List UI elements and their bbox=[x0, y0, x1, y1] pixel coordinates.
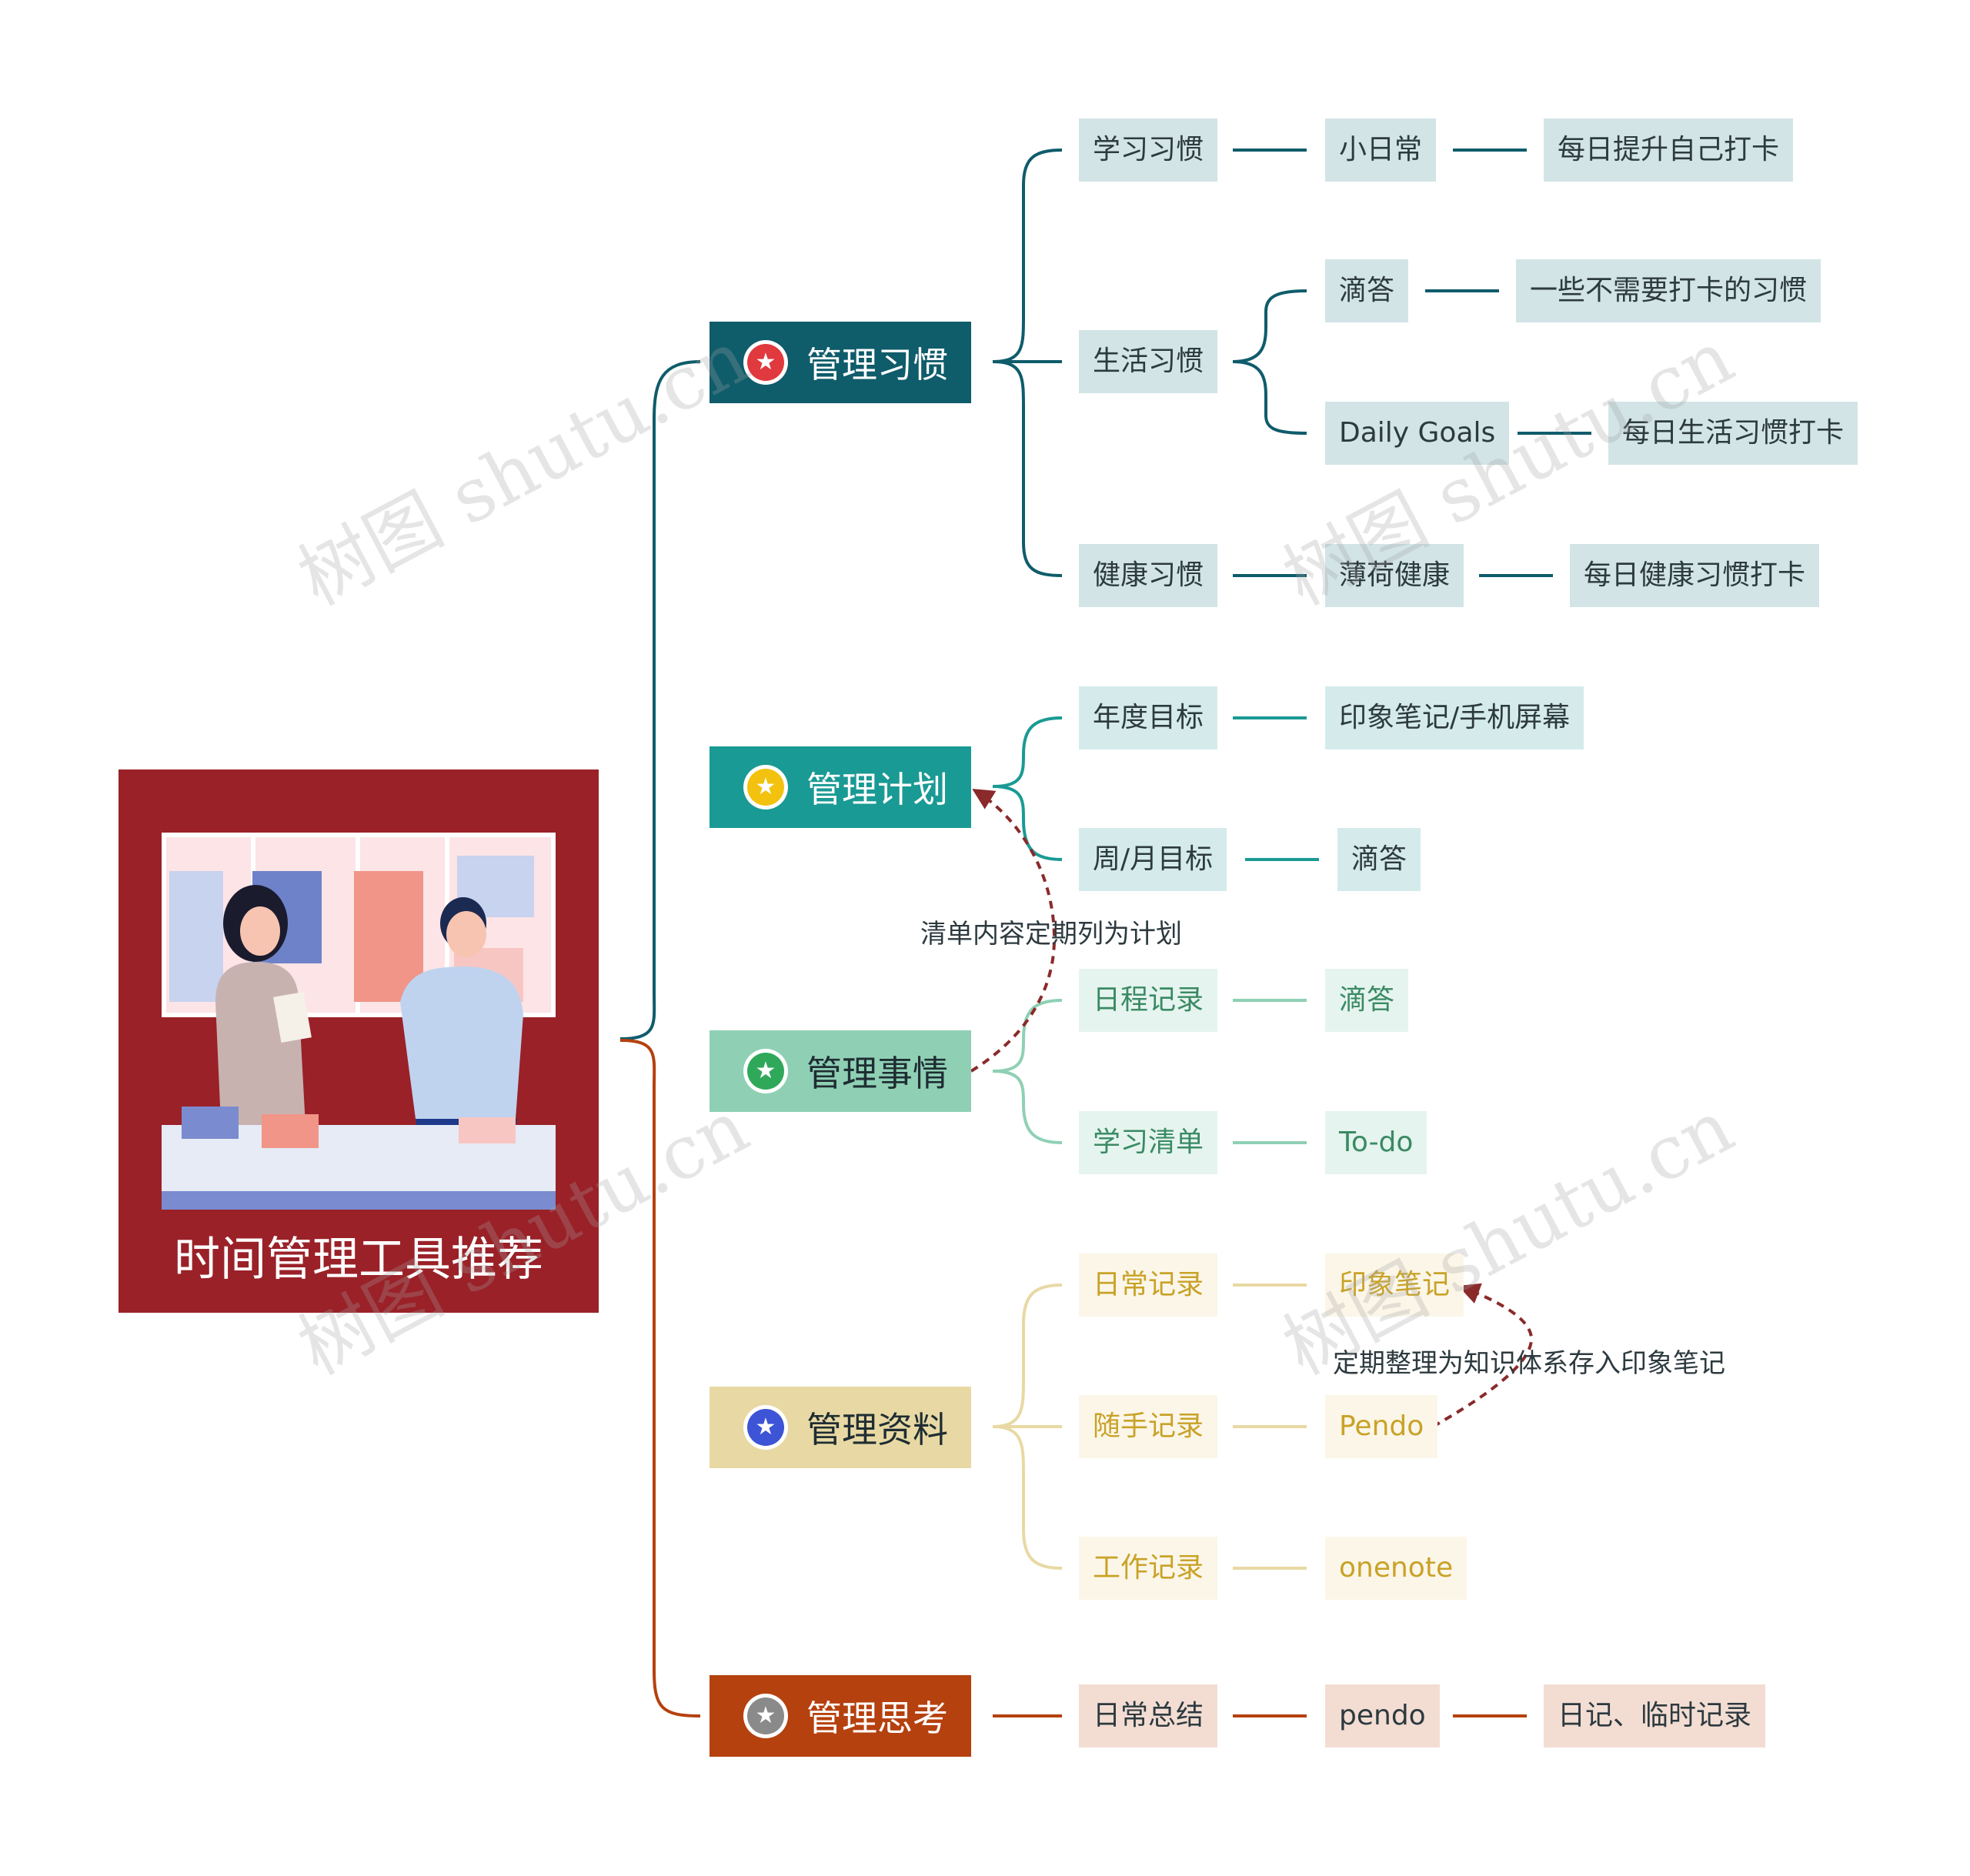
relation-label-tasks-to-plan: 清单内容定期列为计划 bbox=[920, 919, 1182, 950]
node-life-checkin[interactable]: 每日生活习惯打卡 bbox=[1608, 402, 1858, 465]
badge: ★ bbox=[743, 1405, 788, 1450]
node-dida-1[interactable]: 滴答 bbox=[1325, 259, 1409, 322]
badge: ★ bbox=[743, 1694, 788, 1738]
node-diary-temp[interactable]: 日记、临时记录 bbox=[1544, 1684, 1766, 1747]
branch-manage-habits[interactable]: ★ 管理习惯 bbox=[710, 322, 971, 403]
node-daily-checkin[interactable]: 每日提升自己打卡 bbox=[1544, 119, 1794, 182]
node-study-habit[interactable]: 学习习惯 bbox=[1079, 119, 1218, 182]
root-title: 时间管理工具推荐 bbox=[174, 1233, 543, 1287]
node-todo[interactable]: To-do bbox=[1325, 1111, 1427, 1174]
node-dida-2[interactable]: 滴答 bbox=[1337, 828, 1421, 891]
branch-manage-thinking[interactable]: ★ 管理思考 bbox=[710, 1675, 971, 1757]
badge: ★ bbox=[743, 1049, 788, 1093]
star-icon: ★ bbox=[747, 1053, 784, 1090]
branch-label: 管理资料 bbox=[806, 1409, 948, 1450]
edge-root-habit bbox=[619, 360, 701, 1040]
node-work-record[interactable]: 工作记录 bbox=[1079, 1537, 1218, 1600]
node-study-list[interactable]: 学习清单 bbox=[1079, 1111, 1218, 1174]
relation-label-pendo-to-evernote: 定期整理为知识体系存入印象笔记 bbox=[1333, 1348, 1725, 1379]
branch-manage-tasks[interactable]: ★ 管理事情 bbox=[710, 1030, 971, 1112]
branch-label: 管理事情 bbox=[806, 1053, 948, 1094]
node-daily-summary[interactable]: 日常总结 bbox=[1079, 1684, 1218, 1747]
node-pendo-lower[interactable]: pendo bbox=[1325, 1684, 1440, 1747]
star-icon: ★ bbox=[747, 1697, 784, 1734]
star-icon: ★ bbox=[747, 1409, 784, 1446]
edge-life-a bbox=[1232, 289, 1307, 363]
edge-root-think bbox=[619, 1039, 701, 1717]
edge-task-schedule bbox=[992, 999, 1063, 1073]
office-illustration bbox=[162, 833, 556, 1210]
node-dida-3[interactable]: 滴答 bbox=[1325, 969, 1409, 1032]
edge-habit-health bbox=[992, 360, 1063, 577]
node-evernote[interactable]: 印象笔记 bbox=[1325, 1253, 1464, 1317]
edge-habit-study bbox=[992, 149, 1063, 363]
node-week-month-goals[interactable]: 周/月目标 bbox=[1079, 828, 1227, 891]
node-daily-routine[interactable]: 小日常 bbox=[1325, 119, 1437, 182]
node-no-checkin-habits[interactable]: 一些不需要打卡的习惯 bbox=[1516, 259, 1821, 322]
node-daily-goals[interactable]: Daily Goals bbox=[1325, 402, 1510, 465]
node-schedule-record[interactable]: 日程记录 bbox=[1079, 969, 1218, 1032]
edge-data-daily bbox=[992, 1283, 1063, 1428]
node-annual-goals[interactable]: 年度目标 bbox=[1079, 686, 1218, 749]
node-pendo-upper[interactable]: Pendo bbox=[1325, 1395, 1438, 1458]
edge-plan-year bbox=[992, 716, 1063, 788]
node-health-habit[interactable]: 健康习惯 bbox=[1079, 544, 1218, 607]
node-life-habit[interactable]: 生活习惯 bbox=[1079, 330, 1218, 393]
branch-label: 管理思考 bbox=[806, 1697, 948, 1739]
node-onenote[interactable]: onenote bbox=[1325, 1537, 1467, 1600]
root-node[interactable]: 时间管理工具推荐 bbox=[119, 769, 599, 1313]
star-icon: ★ bbox=[747, 344, 784, 381]
node-health-checkin[interactable]: 每日健康习惯打卡 bbox=[1570, 544, 1820, 607]
badge: ★ bbox=[743, 765, 788, 809]
node-casual-record[interactable]: 随手记录 bbox=[1079, 1395, 1218, 1458]
edge-task-study bbox=[992, 1070, 1063, 1144]
edge-plan-week bbox=[992, 785, 1063, 861]
node-mint-health[interactable]: 薄荷健康 bbox=[1325, 544, 1464, 607]
edge-data-work bbox=[992, 1425, 1063, 1570]
star-icon: ★ bbox=[747, 769, 784, 806]
branch-manage-plans[interactable]: ★ 管理计划 bbox=[710, 746, 971, 828]
node-evernote-phone[interactable]: 印象笔记/手机屏幕 bbox=[1325, 686, 1584, 749]
branch-label: 管理习惯 bbox=[806, 344, 948, 386]
badge: ★ bbox=[743, 340, 788, 385]
branch-manage-materials[interactable]: ★ 管理资料 bbox=[710, 1387, 971, 1468]
edge-life-b bbox=[1232, 360, 1307, 435]
branch-label: 管理计划 bbox=[806, 769, 948, 810]
relation-tasks-to-plan bbox=[970, 789, 1057, 1073]
node-daily-record[interactable]: 日常记录 bbox=[1079, 1253, 1218, 1317]
